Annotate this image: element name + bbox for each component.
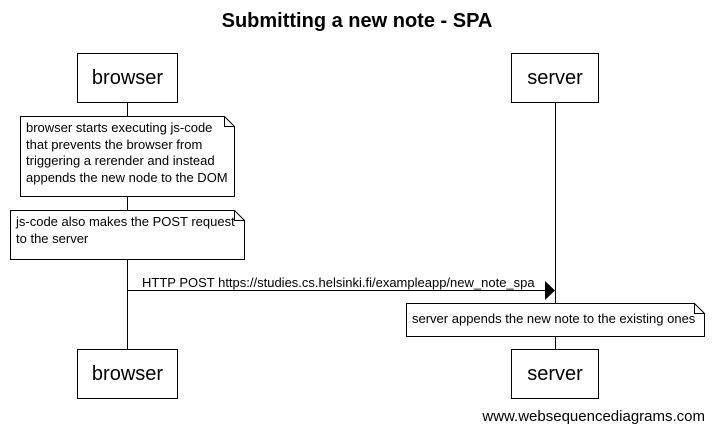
diagram-title: Submitting a new note - SPA — [221, 10, 493, 32]
note-server-append: server appends the new note to the exist… — [406, 303, 705, 337]
note-browser-post: js-code also makes the POST request to t… — [10, 210, 245, 260]
participant-label: browser — [91, 66, 164, 89]
participant-browser-top: browser — [77, 53, 178, 103]
participant-label: browser — [91, 362, 164, 385]
note-text: browser starts executing js-code that pr… — [26, 120, 228, 185]
footer-link[interactable]: www.websequencediagrams.com — [482, 408, 705, 425]
participant-browser-bottom: browser — [77, 349, 178, 399]
participant-server-bottom: server — [511, 349, 599, 399]
server-lifeline — [555, 102, 556, 350]
participant-server-top: server — [511, 53, 599, 103]
message-label: HTTP POST https://studies.cs.helsinki.fi… — [142, 275, 535, 290]
participant-label: server — [527, 66, 583, 89]
participant-label: server — [527, 362, 583, 385]
note-browser-rerender: browser starts executing js-code that pr… — [20, 116, 235, 197]
note-shape — [10, 210, 245, 260]
note-shape — [406, 303, 705, 337]
note-text: server appends the new note to the exist… — [412, 311, 696, 326]
message-arrow-line — [127, 290, 547, 291]
arrowhead-icon — [545, 281, 555, 300]
note-shape — [20, 116, 235, 197]
note-text: js-code also makes the POST request to t… — [16, 214, 235, 246]
